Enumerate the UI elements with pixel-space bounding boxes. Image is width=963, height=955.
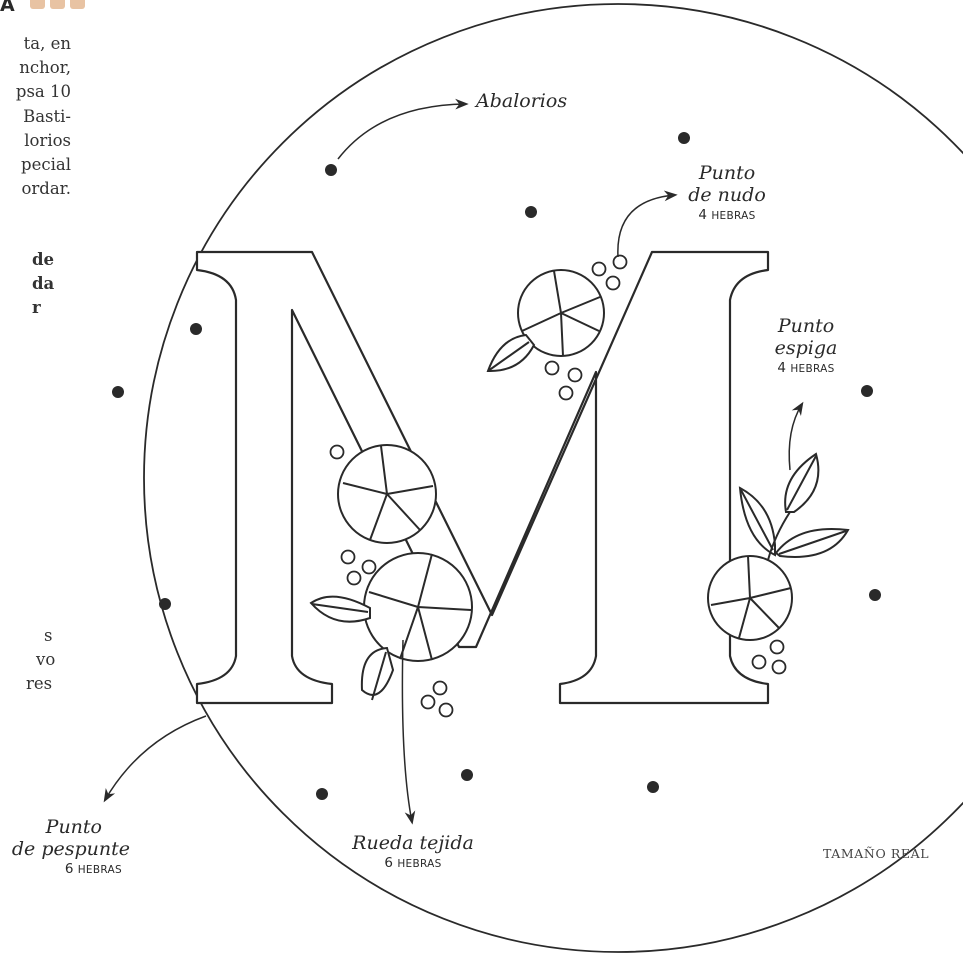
label-count: 4 HEBRAS [751,359,861,378]
arrow-rueda-tejida [402,640,412,822]
arrow-punto-espiga [789,404,802,470]
bead [159,598,171,610]
label-punto-espiga: Punto espiga 4 HEBRAS [751,315,861,378]
label-name: Rueda tejida [343,832,483,854]
scale-note: TAMAÑO REAL [823,846,929,861]
bead [678,132,690,144]
label-name-line2: de nudo [672,184,782,206]
arrow-abalorios [338,104,466,159]
label-name: Abalorios [476,90,567,112]
letter-m-outline [197,252,768,703]
label-rueda-tejida: Rueda tejida 6 HEBRAS [343,832,483,873]
label-count: 6 HEBRAS [10,860,130,879]
bead [525,206,537,218]
bead [316,788,328,800]
bead [461,769,473,781]
label-punto-de-nudo: Punto de nudo 4 HEBRAS [672,162,782,225]
bead [112,386,124,398]
label-name-line1: Punto [672,162,782,184]
woven-wheel [708,556,792,640]
label-name-line2: de pespunte [10,838,130,860]
bead [190,323,202,335]
arrow-punto-de-nudo [618,195,675,257]
woven-wheel [364,553,472,661]
woven-wheel [338,445,436,543]
label-count: 4 HEBRAS [672,206,782,225]
bead [869,589,881,601]
arrow-punto-de-pespunte [105,716,206,800]
label-name-line1: Punto [751,315,861,337]
bead [647,781,659,793]
bead [861,385,873,397]
label-name-line2: espiga [751,337,861,359]
bead [325,164,337,176]
label-punto-de-pespunte: Punto de pespunte 6 HEBRAS [10,816,130,879]
label-count: 6 HEBRAS [343,854,483,873]
label-abalorios: Abalorios [476,90,567,112]
label-name-line1: Punto [10,816,130,838]
